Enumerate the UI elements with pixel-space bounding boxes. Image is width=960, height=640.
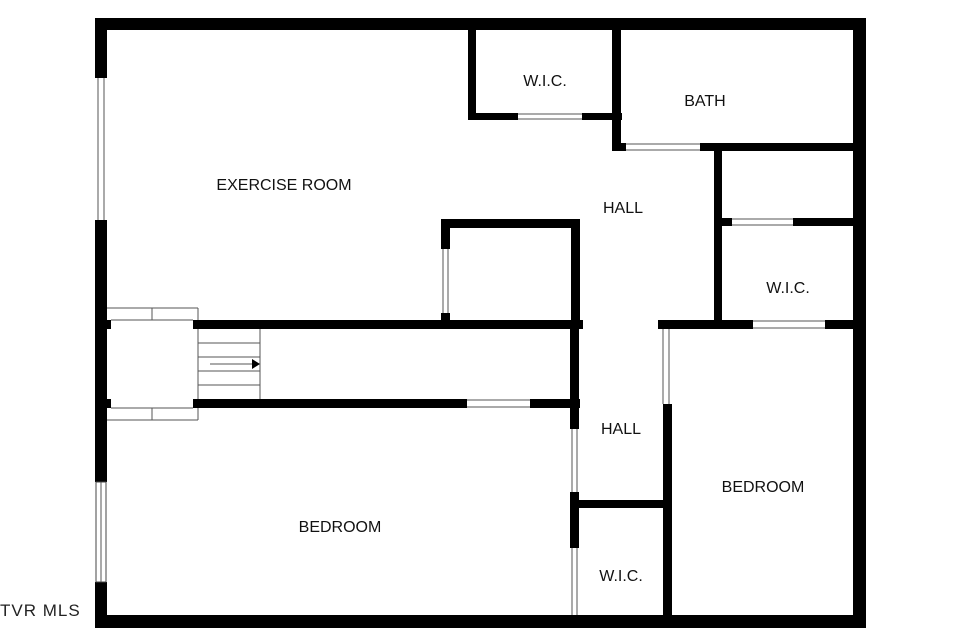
wall-bottom: [95, 615, 866, 628]
stair-corridor-walls: [107, 320, 583, 408]
exterior-walls: [95, 18, 866, 628]
wall-left-1: [95, 18, 107, 78]
room-label-exercise-room: EXERCISE ROOM: [216, 177, 351, 194]
wall-top: [95, 18, 866, 30]
left-window: [97, 78, 105, 220]
staircase: [197, 329, 261, 399]
room-label-bedroom-left: BEDROOM: [299, 519, 382, 536]
left-door-panel: [95, 481, 107, 583]
stair-landing: [107, 307, 199, 421]
room-label-bedroom-right: BEDROOM: [722, 479, 805, 496]
lower-hall-walls: [570, 329, 672, 615]
room-label-bath: BATH: [684, 93, 725, 110]
stair-arrow-icon: [252, 359, 260, 369]
inner-nook-walls: [441, 219, 580, 329]
wall-left-3: [95, 582, 107, 628]
right-closet-walls: [658, 143, 853, 329]
room-label-hall-upper: HALL: [603, 200, 643, 217]
bath-walls: [612, 30, 853, 151]
room-label-wic-right: W.I.C.: [766, 280, 810, 297]
room-label-wic-bottom: W.I.C.: [599, 568, 643, 585]
room-label-wic-top: W.I.C.: [523, 73, 567, 90]
wall-left-2: [95, 220, 107, 482]
watermark-logo: TVR MLS: [0, 601, 81, 620]
room-label-hall-lower: HALL: [601, 421, 641, 438]
wic-top-walls: [468, 30, 622, 120]
wall-right: [853, 18, 866, 628]
